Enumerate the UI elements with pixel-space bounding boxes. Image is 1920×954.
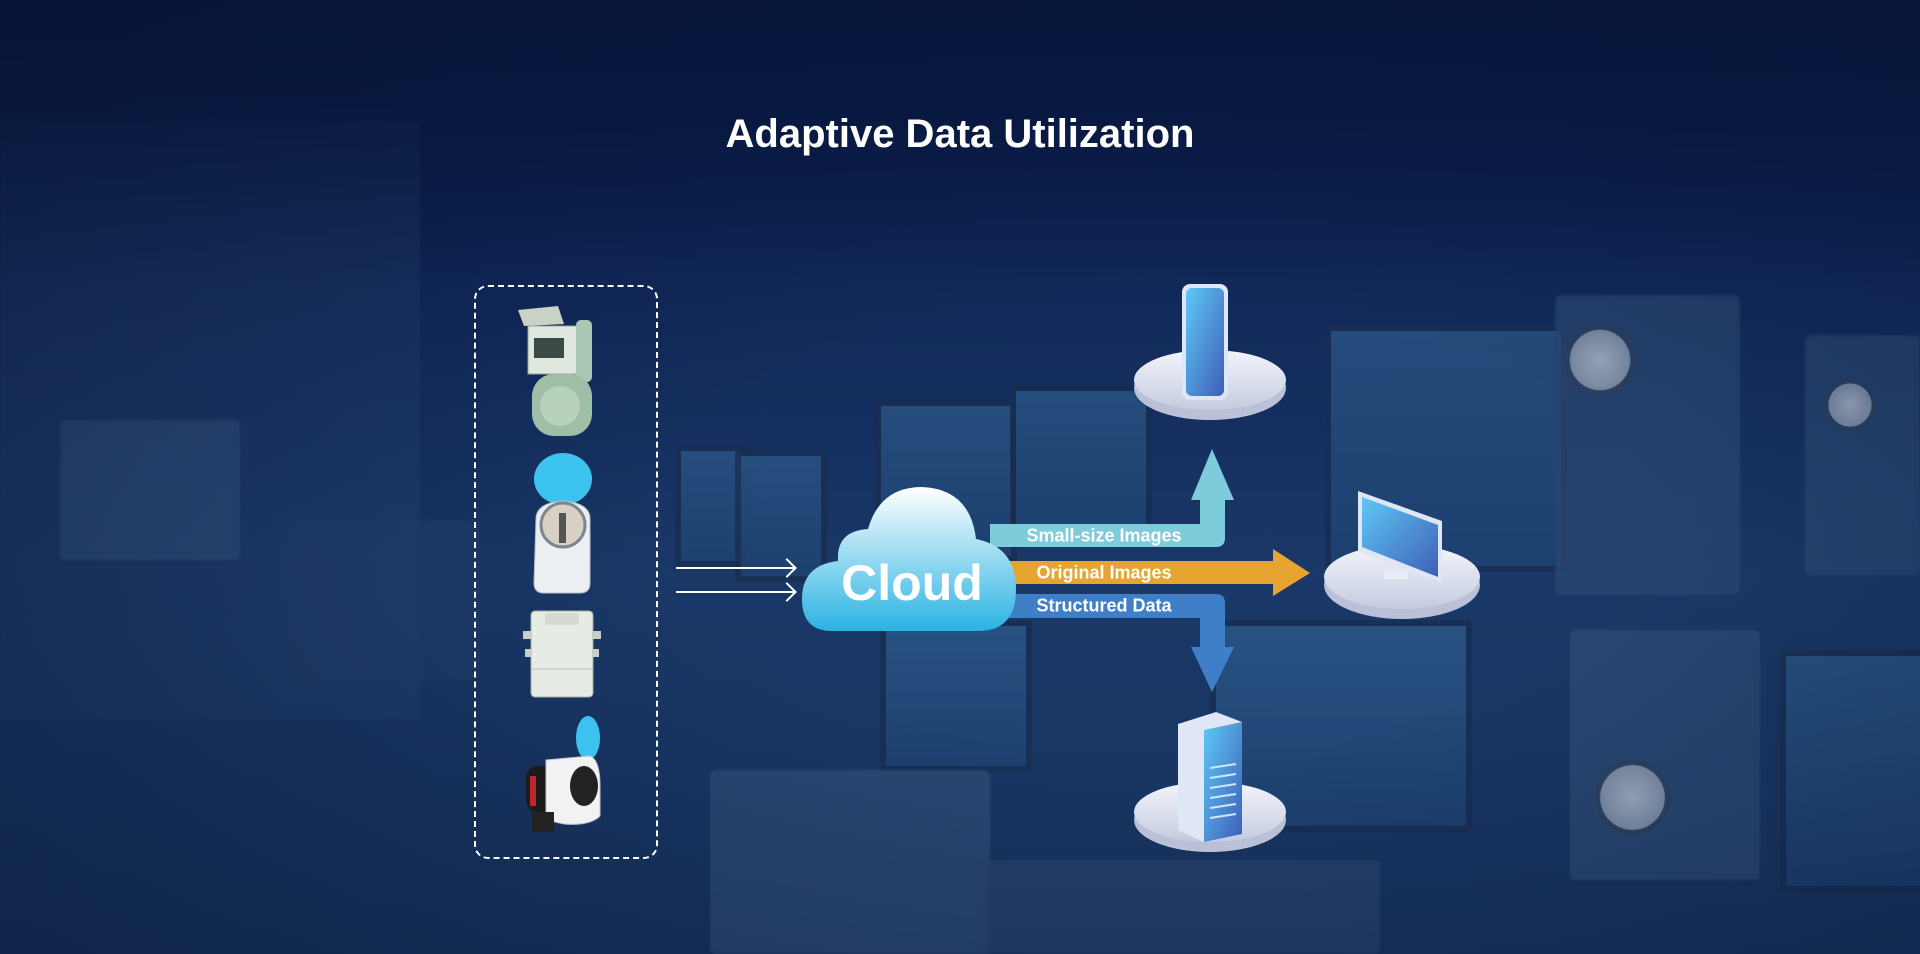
server-icon: [1134, 712, 1286, 852]
gas-meter-icon: [518, 306, 592, 436]
device-group-box: [474, 285, 658, 859]
input-arrow: [676, 567, 794, 569]
page-title: Adaptive Data Utilization: [725, 112, 1195, 156]
input-arrow: [676, 591, 794, 593]
small-images-arrow: [990, 449, 1234, 547]
flow-label-structured-data: Structured Data: [1036, 595, 1172, 616]
cloud-label: Cloud: [841, 555, 983, 611]
smart-meter-icon: [526, 716, 601, 832]
flow-label-small-images: Small-size Images: [1026, 525, 1182, 546]
water-meter-icon: [533, 453, 592, 594]
mobile-phone-icon: [1134, 284, 1286, 420]
cloud-icon: [802, 487, 1016, 631]
monitor-icon: [1324, 491, 1480, 619]
flow-label-original-images: Original Images: [1036, 562, 1172, 583]
electric-meter-icon: [523, 610, 601, 698]
original-images-arrow: [990, 549, 1310, 596]
